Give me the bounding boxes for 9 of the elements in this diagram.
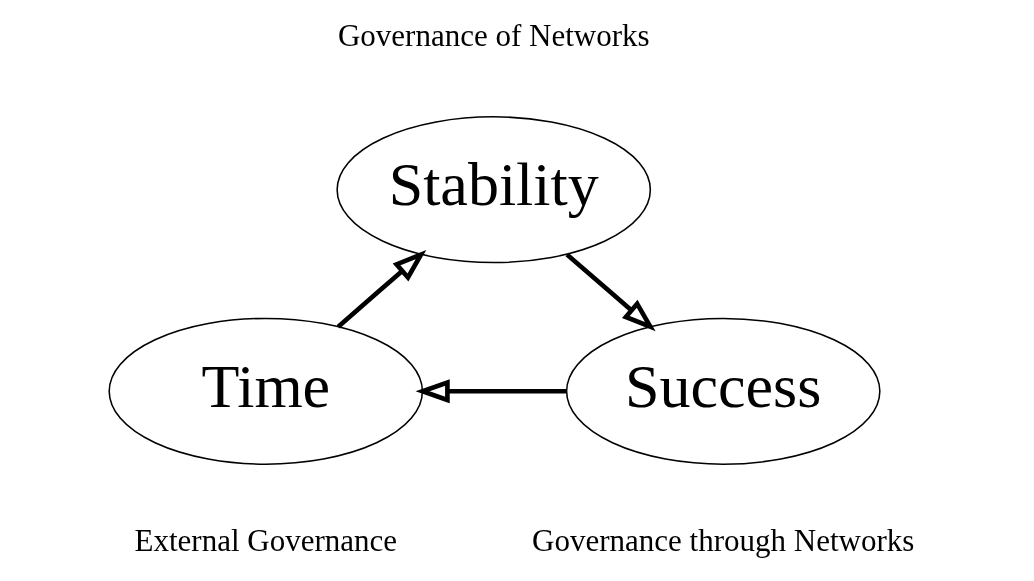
node-ellipse: Success — [565, 317, 881, 465]
node-label: Governance through Networks — [532, 522, 915, 558]
arrow — [336, 249, 427, 329]
arrow — [565, 252, 656, 332]
arrow — [415, 379, 567, 404]
node-ellipse: Time — [108, 317, 424, 465]
node-ellipse: Stability — [336, 116, 652, 264]
node-label: External Governance — [134, 522, 398, 558]
node-label: Governance of Networks — [337, 17, 650, 53]
